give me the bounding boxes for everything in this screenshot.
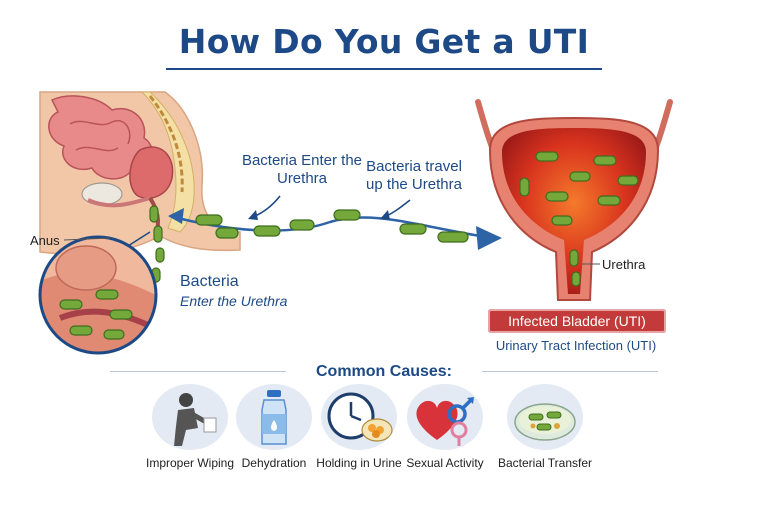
bacteria-group bbox=[149, 205, 469, 283]
cause-dehydration: Dehydration bbox=[214, 384, 334, 470]
arrow-left-icon bbox=[168, 208, 184, 224]
cause-label: Sexual Activity bbox=[406, 456, 484, 470]
cause-label: Holding in Urine bbox=[316, 456, 402, 470]
person-wiping-icon bbox=[174, 393, 217, 446]
causes-rule-right bbox=[482, 371, 658, 372]
infected-bladder bbox=[475, 99, 673, 301]
cause-label: Improper Wiping bbox=[145, 456, 235, 470]
causes-rule-left bbox=[110, 371, 286, 372]
heart-gender-icon bbox=[416, 397, 474, 446]
cause-improper-wiping: Improper Wiping bbox=[130, 384, 250, 470]
cause-label: Bacterial Transfer bbox=[497, 456, 593, 470]
title-divider bbox=[166, 68, 602, 70]
arrow-right-icon bbox=[476, 226, 502, 250]
cause-label: Dehydration bbox=[241, 456, 307, 470]
cause-bacterial-transfer: Bacterial Transfer bbox=[485, 384, 605, 470]
urethra-label: Urethra bbox=[602, 257, 646, 272]
bacteria-label: Bacteria bbox=[180, 273, 239, 290]
infected-bladder-banner: Infected Bladder (UTI) bbox=[488, 309, 666, 333]
petri-dish-icon bbox=[514, 403, 576, 441]
water-bottle-icon bbox=[261, 390, 287, 445]
uti-full-label: Urinary Tract Infection (UTI) bbox=[495, 338, 657, 353]
cause-sexual-activity: Sexual Activity bbox=[385, 384, 505, 470]
causes-title: Common Causes: bbox=[315, 363, 453, 380]
anatomy-illustration bbox=[38, 91, 673, 355]
page-title: How Do You Get a UTI bbox=[178, 22, 590, 61]
anus-label: Anus bbox=[30, 233, 60, 248]
clock-icon bbox=[327, 392, 393, 442]
cause-holding-urine: Holding in Urine bbox=[299, 384, 419, 470]
magnified-view bbox=[38, 231, 158, 355]
anus-pointer bbox=[63, 237, 111, 241]
body-cross-section bbox=[39, 91, 241, 256]
bacteria-travel-label: Bacteria travel up the Urethra bbox=[366, 158, 462, 193]
bacteria-enter-label: Bacteria Enter the Urethra bbox=[241, 152, 363, 187]
enter-urethra-label: Enter the Urethra bbox=[180, 293, 288, 309]
